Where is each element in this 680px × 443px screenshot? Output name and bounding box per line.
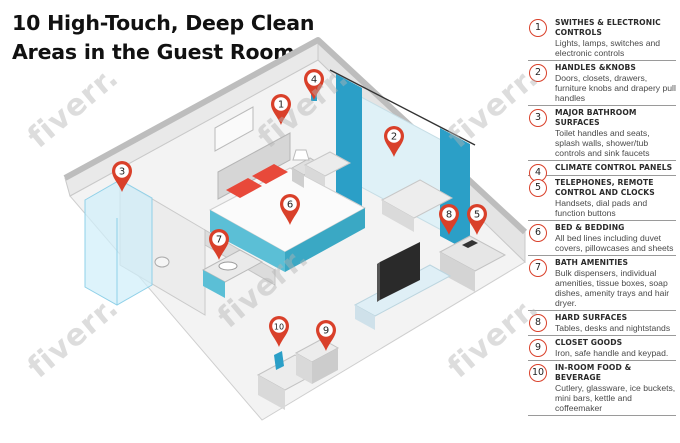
legend-description: All bed lines including duvet covers, pi… — [555, 233, 674, 253]
location-pin: 10 — [269, 316, 289, 347]
legend-number: 10 — [529, 364, 547, 382]
title-line-1: 10 High-Touch, Deep Clean — [12, 11, 315, 35]
legend-heading: TELEPHONES, REMOTE CONTROL AND CLOCKS — [555, 178, 655, 197]
legend-description: Doors, closets, drawers, furniture knobs… — [555, 73, 676, 103]
sofa — [380, 179, 454, 219]
location-pin: 4 — [304, 69, 324, 100]
legend-heading: HARD SURFACES — [555, 313, 628, 322]
legend-number: 6 — [529, 224, 547, 242]
location-pin: 9 — [316, 320, 336, 351]
bed-side-right — [285, 208, 365, 272]
legend-heading: IN-ROOM FOOD & BEVERAGE — [555, 363, 632, 382]
pin-label: 4 — [311, 75, 317, 86]
legend-heading: CLIMATE CONTROL PANELS — [555, 163, 673, 172]
legend-number: 5 — [529, 179, 547, 197]
pin-label: 9 — [323, 326, 329, 337]
legend-heading: MAJOR BATHROOM SURFACES — [555, 108, 637, 127]
location-pin: 7 — [209, 229, 229, 260]
headboard — [217, 132, 291, 200]
location-pin: 6 — [280, 194, 300, 225]
pin-label: 6 — [287, 200, 293, 211]
pin-label: 5 — [474, 210, 480, 221]
toilet — [154, 256, 170, 268]
pin-label: 8 — [446, 210, 452, 221]
location-pin: 2 — [384, 126, 404, 157]
pillow-1 — [226, 178, 262, 198]
legend-heading: BATH AMENITIES — [555, 258, 629, 267]
location-pin: 3 — [112, 161, 132, 192]
location-pin: 1 — [271, 94, 291, 125]
location-pin: 5 — [467, 204, 487, 235]
pin-label: 10 — [274, 323, 284, 332]
legend-number: 1 — [529, 19, 547, 37]
shower-glass — [84, 179, 153, 306]
legend-description: Lights, lamps, switches and electronic c… — [555, 38, 661, 58]
armchair — [303, 151, 352, 177]
kettle — [274, 351, 284, 370]
tv-screen — [380, 242, 420, 300]
room-illustration: 1 2 3 4 5 6 7 8 9 10 — [63, 37, 528, 421]
legend-number: 2 — [529, 64, 547, 82]
wall-mirror — [214, 106, 254, 152]
legend-description: Handsets, dial pads and function buttons — [555, 198, 648, 218]
legend-description: Tables, desks and nightstands — [555, 323, 671, 333]
desk — [438, 235, 507, 272]
legend-number: 7 — [529, 259, 547, 277]
pin-label: 3 — [119, 167, 125, 178]
legend-heading: SWITHES & ELECTRONIC CONTROLS — [555, 18, 661, 37]
legend-number: 8 — [529, 314, 547, 332]
legend-description: Iron, safe handle and keypad. — [555, 348, 669, 358]
pillow-2 — [252, 164, 288, 184]
legend-number: 3 — [529, 109, 547, 127]
curtain-left — [336, 74, 362, 210]
location-pin: 8 — [439, 204, 459, 235]
legend-description: Toilet handles and seats, splash walls, … — [555, 128, 650, 158]
page-title: 10 High-Touch, Deep Clean Areas in the G… — [12, 9, 342, 67]
legend-number: 9 — [529, 339, 547, 357]
sink — [218, 261, 238, 271]
bed-side-left — [210, 210, 285, 272]
legend-description: Bulk dispensers, individual amenities, t… — [555, 268, 670, 308]
legend-description: Cutlery, glassware, ice buckets, mini ba… — [555, 383, 676, 413]
pin-label: 7 — [216, 235, 222, 246]
telephone — [462, 240, 478, 248]
pin-label: 1 — [278, 100, 284, 111]
lamp — [292, 149, 310, 161]
legend-heading: BED & BEDDING — [555, 223, 625, 232]
legend-heading: HANDLES &KNOBS — [555, 63, 637, 72]
curtain-right — [440, 128, 470, 252]
legend-heading: CLOSET GOODS — [555, 338, 623, 347]
title-line-2: Areas in the Guest Room — [12, 40, 295, 64]
pin-label: 2 — [391, 132, 397, 143]
